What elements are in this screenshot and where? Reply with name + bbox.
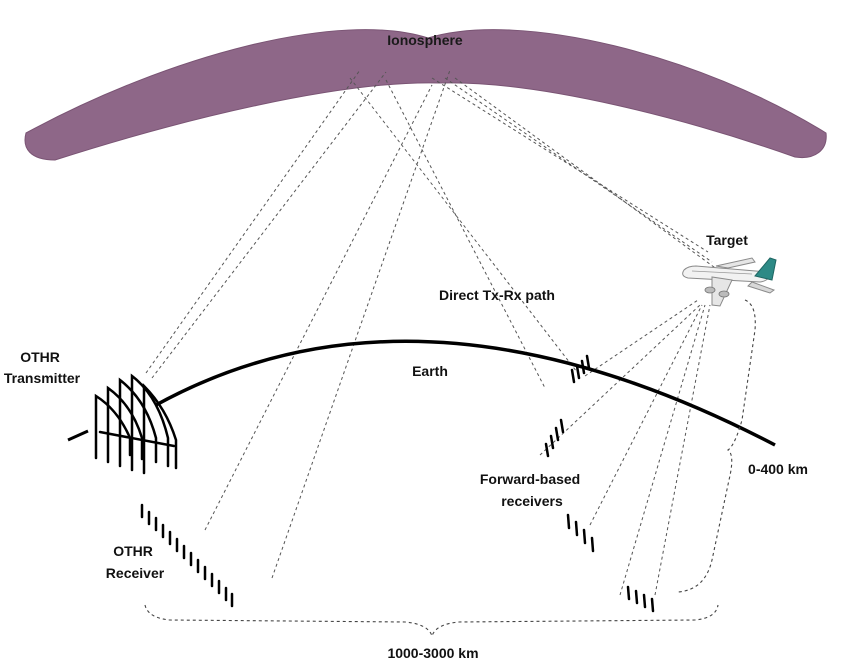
ground-range-label: 1000-3000 km [387, 645, 478, 661]
ionosphere-label: Ionosphere [387, 32, 463, 48]
aircraft-icon [682, 257, 777, 307]
forward-receivers-label-line-1: Forward-based [480, 471, 580, 487]
transmitter-antenna-icon [94, 373, 178, 475]
forward-receiver-icon [544, 418, 565, 458]
target-label: Target [706, 232, 748, 248]
forward-receivers-label: Forward-based receivers [480, 471, 584, 509]
receiver-label-line-1: OTHR [113, 543, 153, 559]
receiver-array-icon [140, 503, 234, 608]
forward-receiver-icon [626, 585, 655, 613]
transmitter-label-line-1: OTHR [20, 349, 60, 365]
forward-receiver-icon [570, 354, 591, 384]
direct-path-label: Direct Tx-Rx path [439, 287, 555, 303]
earth-arc-stub [67, 429, 89, 442]
transmitter-label-line-2: Transmitter [4, 370, 81, 386]
forward-receivers-label-line-2: receivers [501, 493, 563, 509]
transmitter-label: OTHR Transmitter [4, 349, 81, 386]
altitude-range-brace [677, 299, 756, 593]
ionosphere-band [24, 29, 827, 161]
earth-arc [155, 339, 776, 447]
receiver-label: OTHR Receiver [106, 543, 165, 581]
ray-paths [145, 69, 719, 596]
altitude-range-label: 0-400 km [748, 461, 808, 477]
receiver-label-line-2: Receiver [106, 565, 165, 581]
ground-range-brace [144, 604, 719, 638]
forward-receiver-icon [566, 513, 595, 553]
earth-label: Earth [412, 363, 448, 379]
